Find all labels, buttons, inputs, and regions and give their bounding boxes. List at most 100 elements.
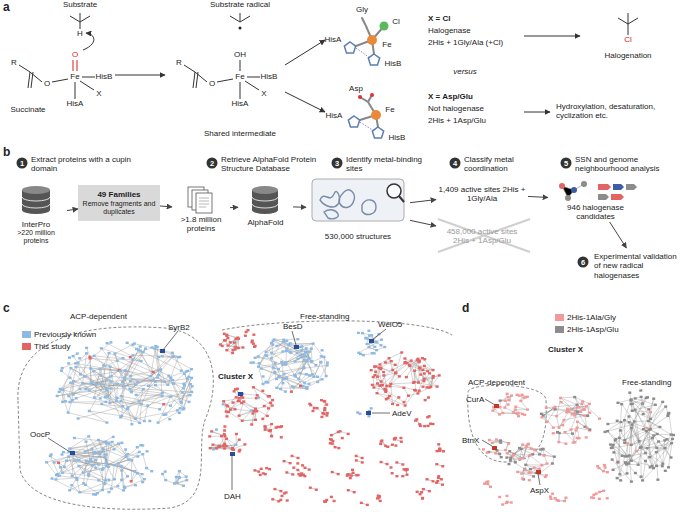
network-node xyxy=(331,471,334,473)
network-node xyxy=(85,347,88,349)
network-node xyxy=(672,434,675,436)
network-node xyxy=(268,395,271,397)
network-node xyxy=(382,374,385,376)
network-node xyxy=(499,400,502,402)
network-node xyxy=(551,493,554,495)
network-node xyxy=(124,448,127,450)
network-node xyxy=(355,459,358,461)
network-node xyxy=(269,402,272,404)
network-node xyxy=(92,493,95,495)
network-edges xyxy=(359,331,385,355)
network-node xyxy=(612,469,615,471)
network-node xyxy=(347,433,350,435)
network-node xyxy=(138,422,141,424)
network-node xyxy=(91,464,94,466)
network-node xyxy=(346,473,349,475)
atom-label: H xyxy=(77,29,83,38)
network-node xyxy=(623,442,626,444)
network-node xyxy=(272,340,275,342)
network-node xyxy=(88,389,91,391)
network-node xyxy=(303,355,306,357)
network-node xyxy=(381,384,384,386)
network-node xyxy=(76,352,79,354)
network-node xyxy=(94,384,97,386)
network-node xyxy=(379,500,382,502)
network-node xyxy=(610,447,613,449)
network-node xyxy=(136,455,139,457)
network-node xyxy=(666,415,669,417)
network-node xyxy=(428,490,431,492)
network-node xyxy=(441,465,444,467)
network-node xyxy=(308,374,311,376)
network-node xyxy=(227,344,230,346)
network-node xyxy=(509,457,512,459)
network-node xyxy=(286,499,289,501)
art-rect xyxy=(238,392,243,396)
network-node xyxy=(117,443,120,445)
document-node: >1.8 million proteins xyxy=(172,184,230,234)
network-node xyxy=(532,475,535,477)
network-node xyxy=(538,453,541,455)
network-node xyxy=(611,458,614,460)
art-path xyxy=(399,196,404,202)
network-node xyxy=(320,416,323,418)
network-node xyxy=(554,497,557,499)
network-node xyxy=(576,427,579,429)
network-node xyxy=(671,438,674,440)
network-node xyxy=(284,377,287,379)
network-node xyxy=(142,388,145,390)
network-node xyxy=(654,404,657,406)
network-node xyxy=(209,447,212,449)
network-node xyxy=(102,448,105,450)
annotation-label: 2His + 1Asp/Glu xyxy=(428,116,486,125)
network-node xyxy=(180,370,183,372)
network-node xyxy=(633,420,636,422)
network-node xyxy=(442,450,445,452)
network-node xyxy=(169,404,172,406)
network-node xyxy=(285,361,288,363)
legend-swatch xyxy=(22,331,31,338)
art-g xyxy=(19,13,638,112)
network-node xyxy=(103,483,106,485)
network-node xyxy=(512,411,515,413)
network-node xyxy=(299,354,302,356)
network-node xyxy=(120,479,123,481)
network-node xyxy=(220,435,223,437)
network-node xyxy=(631,410,634,412)
network-node xyxy=(416,359,419,361)
network-node xyxy=(90,382,93,384)
art-path xyxy=(18,327,213,509)
step-text: Hydroxylation, desaturation, cyclization… xyxy=(556,102,681,120)
network-node xyxy=(98,453,101,455)
network-edges xyxy=(224,387,273,424)
network-node xyxy=(183,373,186,375)
network-node xyxy=(133,470,136,472)
network-node xyxy=(438,374,441,376)
network-node xyxy=(150,470,153,472)
network-node xyxy=(623,439,626,441)
network-node xyxy=(624,461,627,463)
network-node xyxy=(181,391,184,393)
network-node xyxy=(234,346,237,348)
network-node xyxy=(292,467,295,469)
network-node xyxy=(400,351,403,353)
art-rect xyxy=(230,452,235,456)
network-node xyxy=(236,337,239,339)
art-rect xyxy=(536,470,541,474)
network-node xyxy=(282,378,285,380)
network-node xyxy=(225,404,228,406)
network-node xyxy=(173,482,176,484)
atom-label: Fe xyxy=(235,72,244,81)
network-node xyxy=(303,475,306,477)
network-node xyxy=(260,468,263,470)
network-node xyxy=(120,442,123,444)
network-node xyxy=(645,427,648,429)
network-node xyxy=(520,448,523,450)
network-node xyxy=(572,441,575,443)
network-node xyxy=(283,373,286,375)
network-node xyxy=(564,431,567,433)
network-node xyxy=(616,462,619,464)
network-node xyxy=(237,400,240,402)
network-node xyxy=(380,344,383,346)
